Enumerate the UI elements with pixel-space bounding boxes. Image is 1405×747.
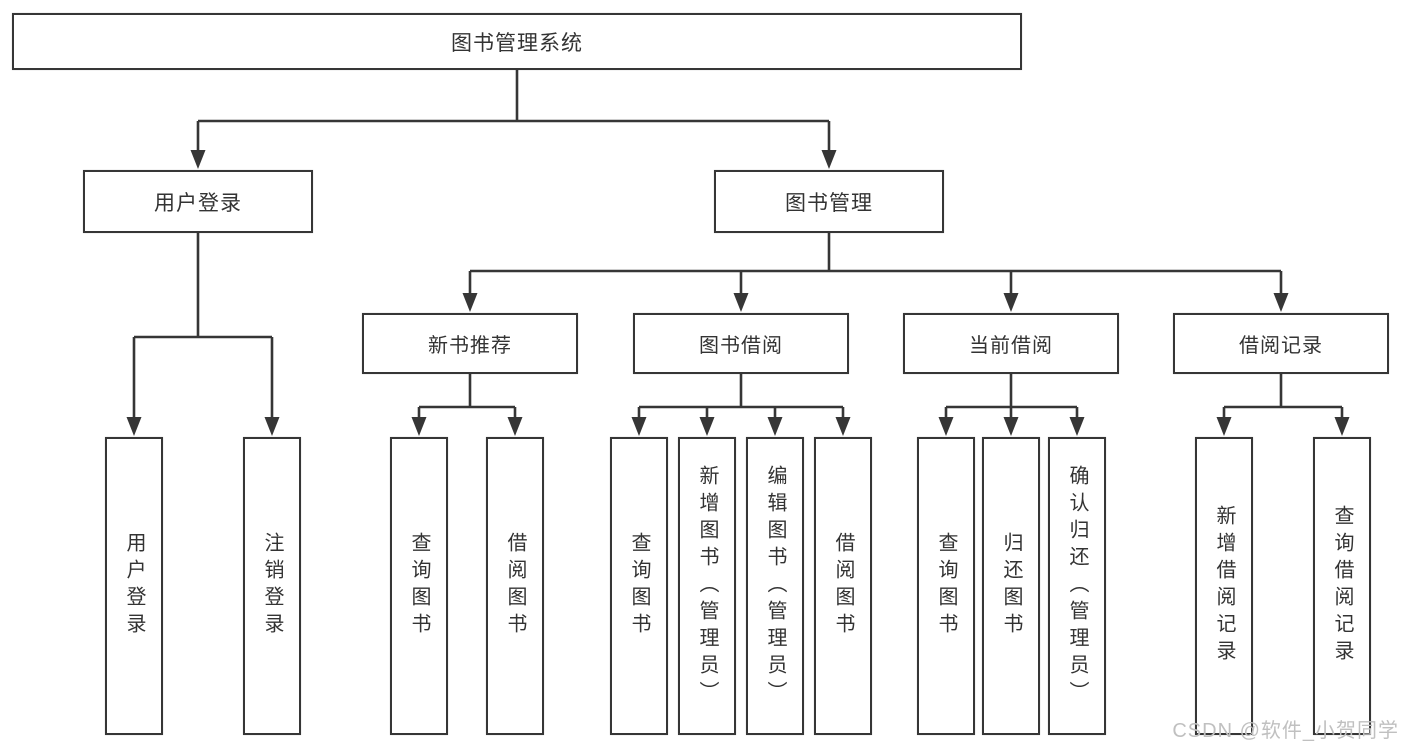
leaf-borrow-books-2: 借阅图书 (814, 437, 872, 735)
leaf-label: 借阅图书 (832, 532, 854, 640)
connector-book-borrow-to-leaves (631, 374, 851, 436)
connector-new-books-to-leaves (411, 374, 523, 436)
leaf-label: 用户登录 (123, 532, 145, 640)
leaf-label: 新增借阅记录 (1213, 505, 1235, 667)
leaf-label: 新增图书（管理员） (696, 464, 718, 708)
node-current-borrowing: 当前借阅 (903, 313, 1119, 374)
leaf-label: 查询借阅记录 (1331, 505, 1353, 667)
leaf-query-books-1: 查询图书 (390, 437, 448, 735)
leaf-logout: 注销登录 (243, 437, 301, 735)
leaf-label: 编辑图书（管理员） (764, 464, 786, 708)
leaf-return-books: 归还图书 (982, 437, 1040, 735)
leaf-confirm-return-admin: 确认归还（管理员） (1048, 437, 1106, 735)
connector-borrow-records-to-leaves (1216, 374, 1350, 436)
leaf-query-borrow-record: 查询借阅记录 (1313, 437, 1371, 735)
connector-current-borrow-to-leaves (938, 374, 1085, 436)
leaf-label: 借阅图书 (504, 532, 526, 640)
leaf-label: 归还图书 (1000, 532, 1022, 640)
node-user-login: 用户登录 (83, 170, 313, 233)
leaf-query-books-3: 查询图书 (917, 437, 975, 735)
node-book-management: 图书管理 (714, 170, 944, 233)
leaf-add-borrow-record: 新增借阅记录 (1195, 437, 1253, 735)
leaf-label: 查询图书 (408, 532, 430, 640)
leaf-label: 查询图书 (628, 532, 650, 640)
leaf-label: 查询图书 (935, 532, 957, 640)
leaf-edit-books-admin: 编辑图书（管理员） (746, 437, 804, 735)
connector-user-login-to-leaves (126, 233, 280, 436)
leaf-query-books-2: 查询图书 (610, 437, 668, 735)
node-borrow-records: 借阅记录 (1173, 313, 1389, 374)
node-new-book-recommend: 新书推荐 (362, 313, 578, 374)
connector-root-to-level2 (190, 70, 837, 169)
leaf-borrow-books-1: 借阅图书 (486, 437, 544, 735)
node-book-borrowing: 图书借阅 (633, 313, 849, 374)
node-root-system: 图书管理系统 (12, 13, 1022, 70)
leaf-user-login: 用户登录 (105, 437, 163, 735)
leaf-add-books-admin: 新增图书（管理员） (678, 437, 736, 735)
connector-book-mgmt-to-level3 (462, 233, 1289, 312)
leaf-label: 确认归还（管理员） (1066, 464, 1088, 708)
leaf-label: 注销登录 (261, 532, 283, 640)
